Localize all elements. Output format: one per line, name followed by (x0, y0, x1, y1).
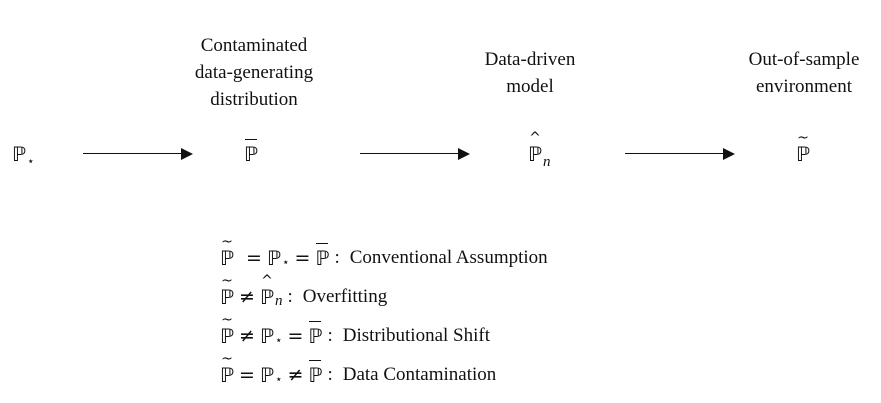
p-hat-symbol: ^ℙ (259, 274, 274, 309)
header-line: Data-driven (484, 49, 576, 70)
hat-accent: ^ (529, 130, 541, 146)
overbar (245, 139, 258, 140)
p-tilde-symbol: ~ℙ (220, 235, 235, 270)
node-p-tilde: ~ℙ (796, 131, 811, 166)
overbar (309, 320, 322, 322)
p-symbol: ℙ (259, 323, 274, 348)
case-label: Data Contamination (342, 363, 497, 385)
colon: : (327, 363, 333, 385)
p-symbol: ℙ (528, 142, 543, 166)
p-symbol: ℙ (220, 284, 235, 309)
p-hat-symbol: ^ℙ (528, 131, 543, 166)
case-label: Distributional Shift (342, 324, 490, 346)
header-line: Out-of-sample (748, 49, 860, 70)
case-data-contamination: ~ℙ = ℙ⋆ ≠ ℙ : Data Contamination (220, 352, 548, 394)
p-symbol: ℙ (220, 362, 235, 387)
tilde-accent: ~ (221, 350, 233, 367)
hat-accent: ^ (261, 272, 273, 289)
p-symbol: ℙ (266, 245, 281, 270)
node-p-bar: ℙ (244, 139, 259, 166)
tilde-accent: ~ (797, 130, 809, 146)
star-subscript: ⋆ (27, 154, 35, 168)
header-line: model (506, 76, 554, 97)
case-distributional-shift: ~ℙ ≠ ℙ⋆ = ℙ : Distributional Shift (220, 313, 548, 355)
tilde-accent: ~ (221, 233, 233, 250)
case-list: ~ℙ = ℙ⋆ = ℙ : Conventional Assumption ~ℙ… (220, 235, 548, 394)
header-out-of-sample-environment: Out-of-sample environment (724, 46, 881, 100)
overbar (309, 359, 322, 361)
p-bar-symbol: ℙ (315, 242, 330, 270)
overbar (316, 242, 329, 244)
p-symbol: ℙ (315, 245, 330, 270)
arrow-right-icon (83, 147, 193, 161)
case-label: Conventional Assumption (349, 246, 548, 268)
colon: : (327, 324, 333, 346)
not-equal-sign: ≠ (239, 285, 255, 308)
equals-sign: = (294, 246, 311, 269)
star-subscript: ⋆ (274, 332, 283, 347)
p-bar-symbol: ℙ (308, 359, 323, 387)
arrow-shaft (625, 153, 725, 154)
p-symbol: ℙ (244, 142, 259, 166)
colon: : (334, 246, 340, 268)
header-line: environment (755, 76, 853, 97)
arrow-head (458, 148, 470, 160)
header-data-driven-model: Data-driven model (470, 46, 590, 100)
arrow-head (181, 148, 193, 160)
p-symbol: ℙ (308, 362, 323, 387)
header-line: data-generating (194, 62, 314, 83)
equals-sign: = (239, 363, 255, 386)
arrow-shaft (360, 153, 460, 154)
p-symbol: ℙ (220, 323, 235, 348)
equals-sign: = (246, 246, 262, 269)
not-equal-sign: ≠ (239, 324, 255, 347)
p-symbol: ℙ (259, 362, 274, 387)
node-p-hat-n: ^ℙn (528, 131, 551, 170)
p-tilde-symbol: ~ℙ (220, 352, 235, 387)
p-tilde-symbol: ~ℙ (796, 131, 811, 166)
equals-sign: = (287, 324, 304, 347)
colon: : (287, 285, 293, 307)
not-equal-sign: ≠ (287, 363, 304, 386)
p-symbol: ℙ (796, 142, 811, 166)
tilde-accent: ~ (221, 311, 233, 328)
tilde-accent: ~ (221, 272, 233, 289)
p-tilde-symbol: ~ℙ (220, 313, 235, 348)
arrow-shaft (83, 153, 183, 154)
p-symbol: ℙ (220, 245, 235, 270)
header-line: distribution (210, 89, 298, 110)
n-subscript: n (543, 154, 551, 170)
p-bar-symbol: ℙ (244, 139, 259, 166)
p-symbol: ℙ (308, 323, 323, 348)
p-symbol: ℙ (12, 142, 27, 166)
arrow-head (723, 148, 735, 160)
p-symbol: ℙ (259, 284, 274, 309)
case-conventional-assumption: ~ℙ = ℙ⋆ = ℙ : Conventional Assumption (220, 235, 548, 277)
p-bar-symbol: ℙ (308, 320, 323, 348)
n-subscript: n (274, 293, 283, 309)
star-subscript: ⋆ (274, 371, 283, 386)
node-p-star: ℙ⋆ (12, 142, 35, 169)
arrow-right-icon (360, 147, 470, 161)
header-line: Contaminated (200, 35, 308, 56)
case-label: Overfitting (302, 285, 388, 307)
arrow-right-icon (625, 147, 735, 161)
header-contaminated-distribution: Contaminated data-generating distributio… (174, 32, 334, 113)
p-tilde-symbol: ~ℙ (220, 274, 235, 309)
star-subscript: ⋆ (281, 254, 290, 269)
